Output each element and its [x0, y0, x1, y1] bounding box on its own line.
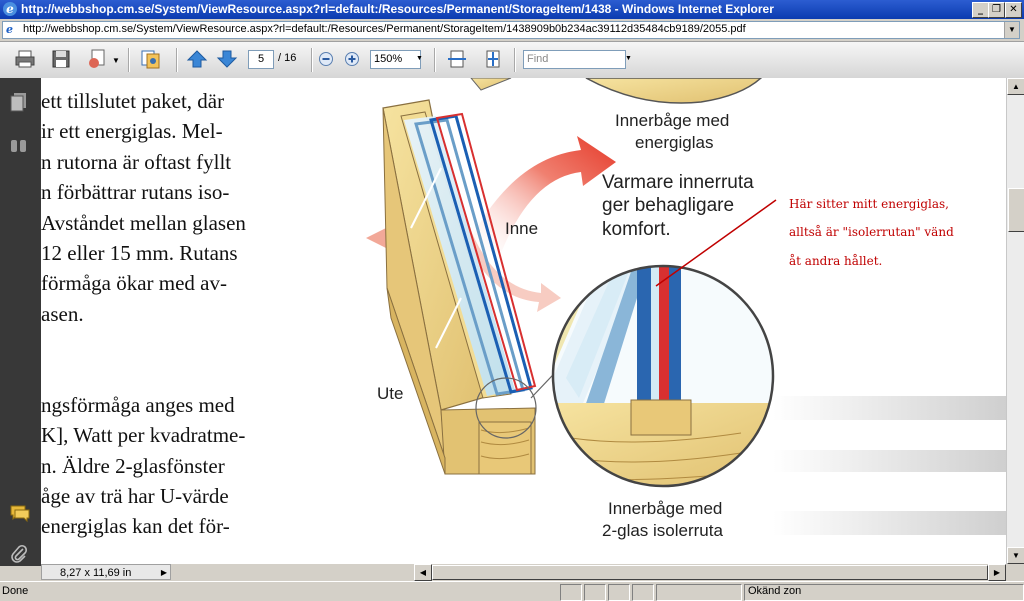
ute-label: Ute: [377, 384, 403, 403]
text-line: n. Äldre 2-glasfönster: [41, 453, 225, 478]
window-diagram: Innerbåge med energiglas Varmare innerru…: [366, 78, 1006, 540]
zoom-out-button[interactable]: [318, 51, 334, 73]
fit-width-button[interactable]: [446, 48, 468, 70]
find-dropdown-icon[interactable]: ▼: [625, 55, 632, 62]
pages-button[interactable]: [140, 48, 162, 70]
address-input[interactable]: e http://webbshop.cm.se/System/ViewResou…: [2, 21, 1020, 39]
text-line: K], Watt per kvadratme-: [41, 423, 246, 448]
detail-circle: [551, 264, 775, 488]
pdf-toolbar: ▼ 5 / 16 150% ▼ Find ▼: [0, 42, 1024, 79]
text-line: n rutorna är oftast fyllt: [41, 149, 232, 174]
caption-line-1: Varmare innerruta: [602, 172, 754, 193]
email-button[interactable]: [86, 48, 108, 70]
text-line: 12 eller 15 mm. Rutans: [41, 240, 238, 265]
text-line: ir ett energiglas. Mel-: [41, 119, 223, 144]
print-button[interactable]: [14, 48, 36, 70]
restore-button[interactable]: ❐: [988, 2, 1005, 18]
caption-line-2: ger behagligare: [602, 195, 734, 216]
ie-logo-icon: e: [3, 2, 17, 16]
bottom-label-2: 2-glas isolerruta: [602, 521, 723, 540]
status-bar: Done Okänd zon: [0, 581, 1024, 601]
previous-page-button[interactable]: [186, 48, 208, 70]
scroll-up-button[interactable]: ▲: [1007, 78, 1024, 95]
annotation-line-3: åt andra hållet.: [789, 253, 882, 268]
attachments-panel-icon[interactable]: [9, 136, 29, 156]
zoom-out-icon: [319, 52, 333, 66]
status-text: Done: [2, 585, 29, 597]
fit-page-button[interactable]: [482, 48, 504, 70]
pdf-page[interactable]: ett tillslutet paket, där ir ett energig…: [41, 78, 1006, 564]
text-line: n förbättrar rutans iso-: [41, 180, 230, 205]
zoom-select[interactable]: 150%: [370, 50, 421, 69]
text-line: energiglas kan det för-: [41, 514, 230, 539]
annotation-line-1: Här sitter mitt energiglas,: [789, 197, 949, 211]
page-total: / 16: [278, 52, 297, 64]
scroll-left-button[interactable]: ◀: [414, 564, 432, 581]
page-size-dropdown-icon[interactable]: ▶: [160, 568, 167, 577]
scroll-down-button[interactable]: ▼: [1007, 547, 1024, 564]
zoom-in-icon: [345, 52, 359, 66]
text-line: ngsförmåga anges med: [41, 392, 235, 417]
text-line: förmåga ökar med av-: [41, 271, 227, 296]
page-icon: e: [6, 23, 13, 36]
arrow-down-icon: [216, 50, 238, 68]
address-dropdown-button[interactable]: ▼: [1004, 22, 1019, 38]
text-line: asen.: [41, 301, 84, 326]
horizontal-scroll-thumb[interactable]: [432, 565, 988, 580]
body-text: ett tillslutet paket, där ir ett energig…: [41, 86, 277, 542]
title-bar: e http://webbshop.cm.se/System/ViewResou…: [0, 0, 1024, 19]
security-zone-text: Okänd zon: [748, 585, 802, 597]
text-line: ett tillslutet paket, där: [41, 89, 225, 113]
fit-width-icon: [448, 50, 466, 68]
page-size-text: 8,27 x 11,69 in: [60, 567, 132, 579]
print-icon: [15, 50, 35, 68]
address-url[interactable]: http://webbshop.cm.se/System/ViewResourc…: [23, 23, 746, 35]
top-label-1: Innerbåge med: [615, 111, 729, 130]
scroll-right-button[interactable]: ▶: [988, 564, 1006, 581]
next-page-button[interactable]: [216, 48, 238, 70]
save-icon: [52, 50, 70, 68]
text-line: åge av trä har U-värde: [41, 484, 229, 509]
pages-icon: [141, 50, 160, 69]
arrow-up-icon: [186, 50, 208, 68]
pages-panel-icon[interactable]: [9, 92, 29, 112]
page-number-input[interactable]: 5: [248, 50, 274, 69]
caption-line-3: komfort.: [602, 219, 671, 240]
top-detail-circle: [585, 78, 763, 104]
email-icon: [89, 49, 105, 68]
vertical-scroll-thumb[interactable]: [1008, 188, 1024, 232]
navigation-rail: [0, 78, 41, 566]
paperclip-icon[interactable]: [9, 544, 29, 564]
window-title: http://webbshop.cm.se/System/ViewResourc…: [21, 2, 774, 16]
find-input[interactable]: Find: [523, 50, 626, 69]
email-dropdown-icon[interactable]: ▼: [112, 56, 120, 65]
fit-page-icon: [486, 50, 500, 68]
top-label-2: energiglas: [635, 133, 713, 152]
annotation-line-2: alltså är "isolerrutan" vänd: [789, 224, 954, 239]
warmth-arrow: [466, 136, 616, 253]
address-bar: e http://webbshop.cm.se/System/ViewResou…: [0, 19, 1024, 42]
zoom-dropdown-icon[interactable]: ▼: [416, 55, 423, 62]
horizontal-scrollbar[interactable]: ◀ ▶: [414, 564, 1006, 581]
minimize-button[interactable]: _: [972, 2, 989, 18]
zoom-in-button[interactable]: [344, 51, 360, 73]
inne-label: Inne: [505, 219, 538, 238]
annotation-pointer: [655, 199, 777, 287]
comments-icon[interactable]: [9, 503, 30, 523]
bottom-label-1: Innerbåge med: [608, 499, 722, 518]
save-button[interactable]: [50, 48, 72, 70]
vertical-scrollbar[interactable]: ▲ ▼: [1006, 78, 1024, 564]
close-button[interactable]: ✕: [1005, 2, 1022, 18]
page-size-indicator[interactable]: 8,27 x 11,69 in ▶: [41, 564, 171, 580]
text-line: Avståndet mellan glasen: [41, 210, 246, 235]
